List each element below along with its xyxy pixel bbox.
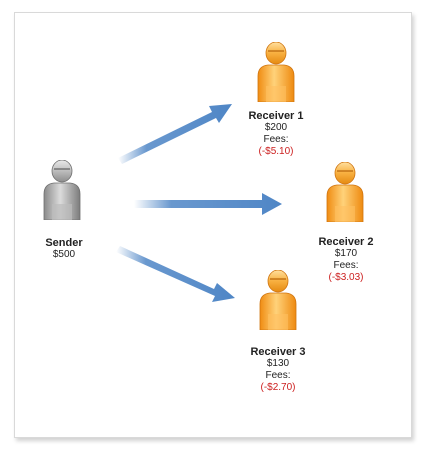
sender-amount: $500 [52, 249, 76, 260]
receiver-2-fees: (-$3.03) [328, 272, 364, 283]
receiver-1-node: Receiver 1 $200 Fees: (-$5.10) [221, 110, 331, 158]
receiver-2-person-icon [326, 162, 364, 222]
receiver-3-fees-label: Fees: [265, 370, 291, 381]
sender-label: Sender [45, 237, 83, 249]
arrow-to-receiver-2 [134, 193, 282, 215]
diagram-frame [14, 12, 412, 438]
arrow-to-receiver-3 [116, 246, 235, 302]
receiver-2-label: Receiver 2 [318, 236, 374, 248]
arrow-to-receiver-1 [118, 104, 232, 164]
receiver-1-label: Receiver 1 [248, 110, 304, 122]
receiver-3-label: Receiver 3 [250, 346, 306, 358]
receiver-1-amount: $200 [264, 122, 288, 133]
receiver-3-node: Receiver 3 $130 Fees: (-$2.70) [223, 346, 333, 394]
receiver-1-person-icon [257, 42, 295, 102]
receiver-2-fees-label: Fees: [333, 260, 359, 271]
sender-person-icon [43, 160, 81, 220]
receiver-1-fees-label: Fees: [263, 134, 289, 145]
receiver-2-node: Receiver 2 $170 Fees: (-$3.03) [291, 236, 401, 284]
sender-node: Sender $500 [9, 237, 119, 261]
receiver-2-amount: $170 [334, 248, 358, 259]
receiver-3-fees: (-$2.70) [260, 382, 296, 393]
receiver-3-amount: $130 [266, 358, 290, 369]
receiver-1-fees: (-$5.10) [258, 146, 294, 157]
